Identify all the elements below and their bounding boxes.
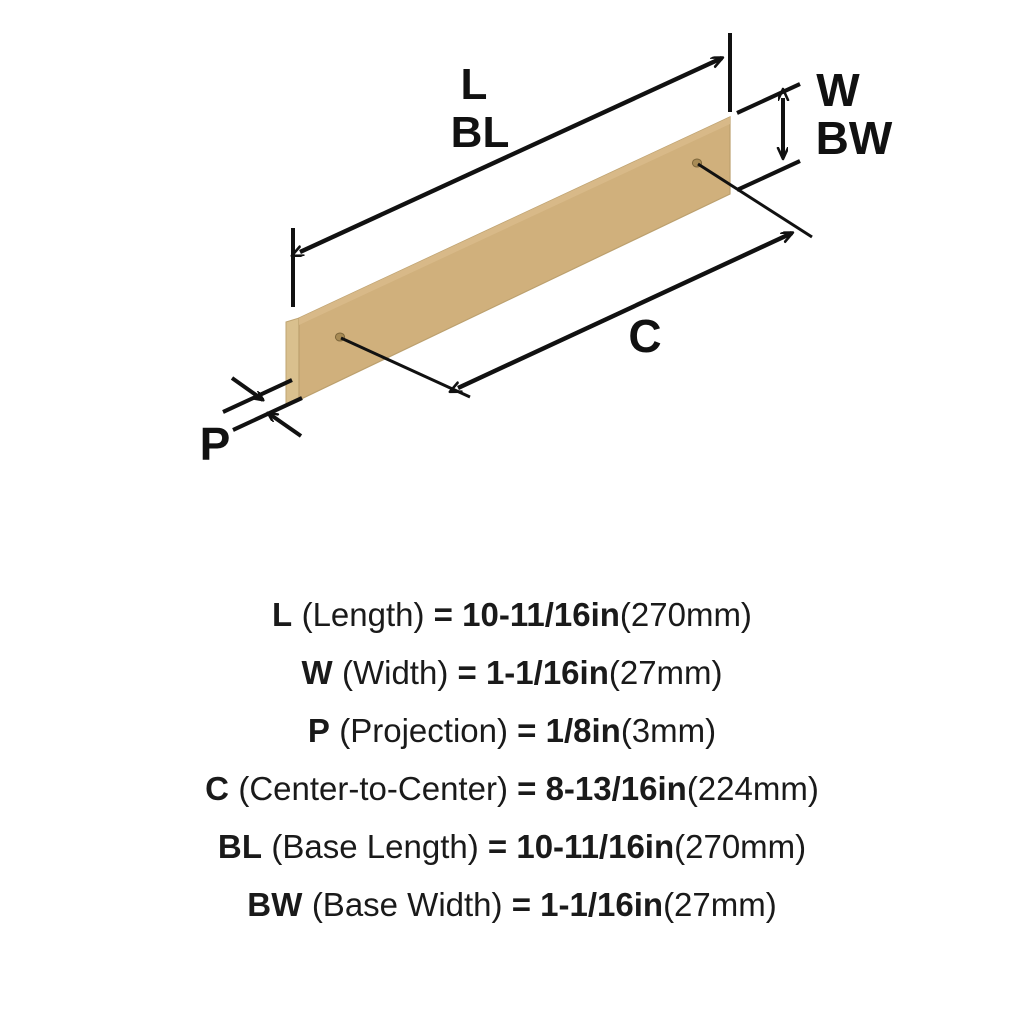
legend-value: 1/8in <box>545 712 621 749</box>
legend-value: 8-13/16in <box>545 770 687 807</box>
label-center-to-center: C <box>628 310 661 362</box>
legend-equals: = <box>457 654 477 691</box>
projection-arrow-top <box>230 376 263 402</box>
legend-key: W <box>301 654 333 691</box>
legend-metric: (224mm) <box>686 770 819 807</box>
legend-metric: (270mm) <box>674 828 807 865</box>
legend-value: 10-11/16in <box>462 596 620 633</box>
width-extension-line-top <box>736 82 801 115</box>
bar-left-edge-face <box>285 317 300 405</box>
legend-equals: = <box>487 828 508 865</box>
width-dimension-group: W BW <box>736 64 893 192</box>
legend-metric: (27mm) <box>608 654 723 691</box>
legend-name: (Base Length) <box>271 828 479 865</box>
label-projection: P <box>200 418 231 470</box>
legend-value: 10-11/16in <box>516 828 675 865</box>
ctc-extension-line-left <box>340 336 471 399</box>
label-width: W <box>816 64 860 116</box>
bar-front-face <box>298 116 731 401</box>
center-to-center-dimension-group: C <box>340 162 813 399</box>
legend-name: (Length) <box>301 596 425 633</box>
diagram-canvas: L BL W BW C <box>200 33 893 470</box>
legend-row-base-length: BL (Base Length) = 10-11/16in(270mm) <box>218 830 806 888</box>
projection-dimension-group: P <box>200 376 303 470</box>
projection-arrow-bottom <box>268 411 303 438</box>
legend-row-length: L (Length) = 10-11/16in(270mm) <box>272 598 752 656</box>
legend-key: BL <box>217 828 263 865</box>
legend-row-base-width: BW (Base Width) = 1-1/16in(27mm) <box>247 888 776 946</box>
legend-metric: (270mm) <box>619 596 752 633</box>
legend-equals: = <box>517 712 537 749</box>
legend-metric: (3mm) <box>620 712 717 749</box>
label-base-width: BW <box>816 112 893 164</box>
legend-row-projection: P (Projection) = 1/8in(3mm) <box>308 714 716 772</box>
width-extension-line-bottom <box>736 159 801 192</box>
legend-key: BW <box>247 886 303 923</box>
label-base-length: BL <box>451 108 510 157</box>
legend-key: C <box>205 770 230 807</box>
legend-name: (Width) <box>341 654 449 691</box>
legend-key: L <box>272 596 293 633</box>
product-bar <box>285 116 731 405</box>
legend-equals: = <box>517 770 537 807</box>
ctc-dimension-line <box>458 231 792 388</box>
legend-name: (Projection) <box>339 712 508 749</box>
legend-value: 1-1/16in <box>540 886 664 923</box>
legend-key: P <box>307 712 331 749</box>
legend-value: 1-1/16in <box>485 654 609 691</box>
legend-equals: = <box>433 596 453 633</box>
ctc-extension-line-right <box>697 162 813 239</box>
legend-name: (Center-to-Center) <box>238 770 508 807</box>
legend-row-width: W (Width) = 1-1/16in(27mm) <box>301 656 722 714</box>
product-dimension-diagram: L BL W BW C <box>200 33 893 470</box>
legend-equals: = <box>511 886 531 923</box>
length-dimension-group: L BL <box>293 33 732 307</box>
label-length: L <box>461 60 488 109</box>
legend-row-center-to-center: C (Center-to-Center) = 8-13/16in(224mm) <box>205 772 819 830</box>
legend-metric: (27mm) <box>663 886 777 923</box>
dimension-legend: L (Length) = 10-11/16in(270mm) W (Width)… <box>0 598 1024 958</box>
length-dimension-line <box>300 56 722 252</box>
legend-name: (Base Width) <box>311 886 503 923</box>
